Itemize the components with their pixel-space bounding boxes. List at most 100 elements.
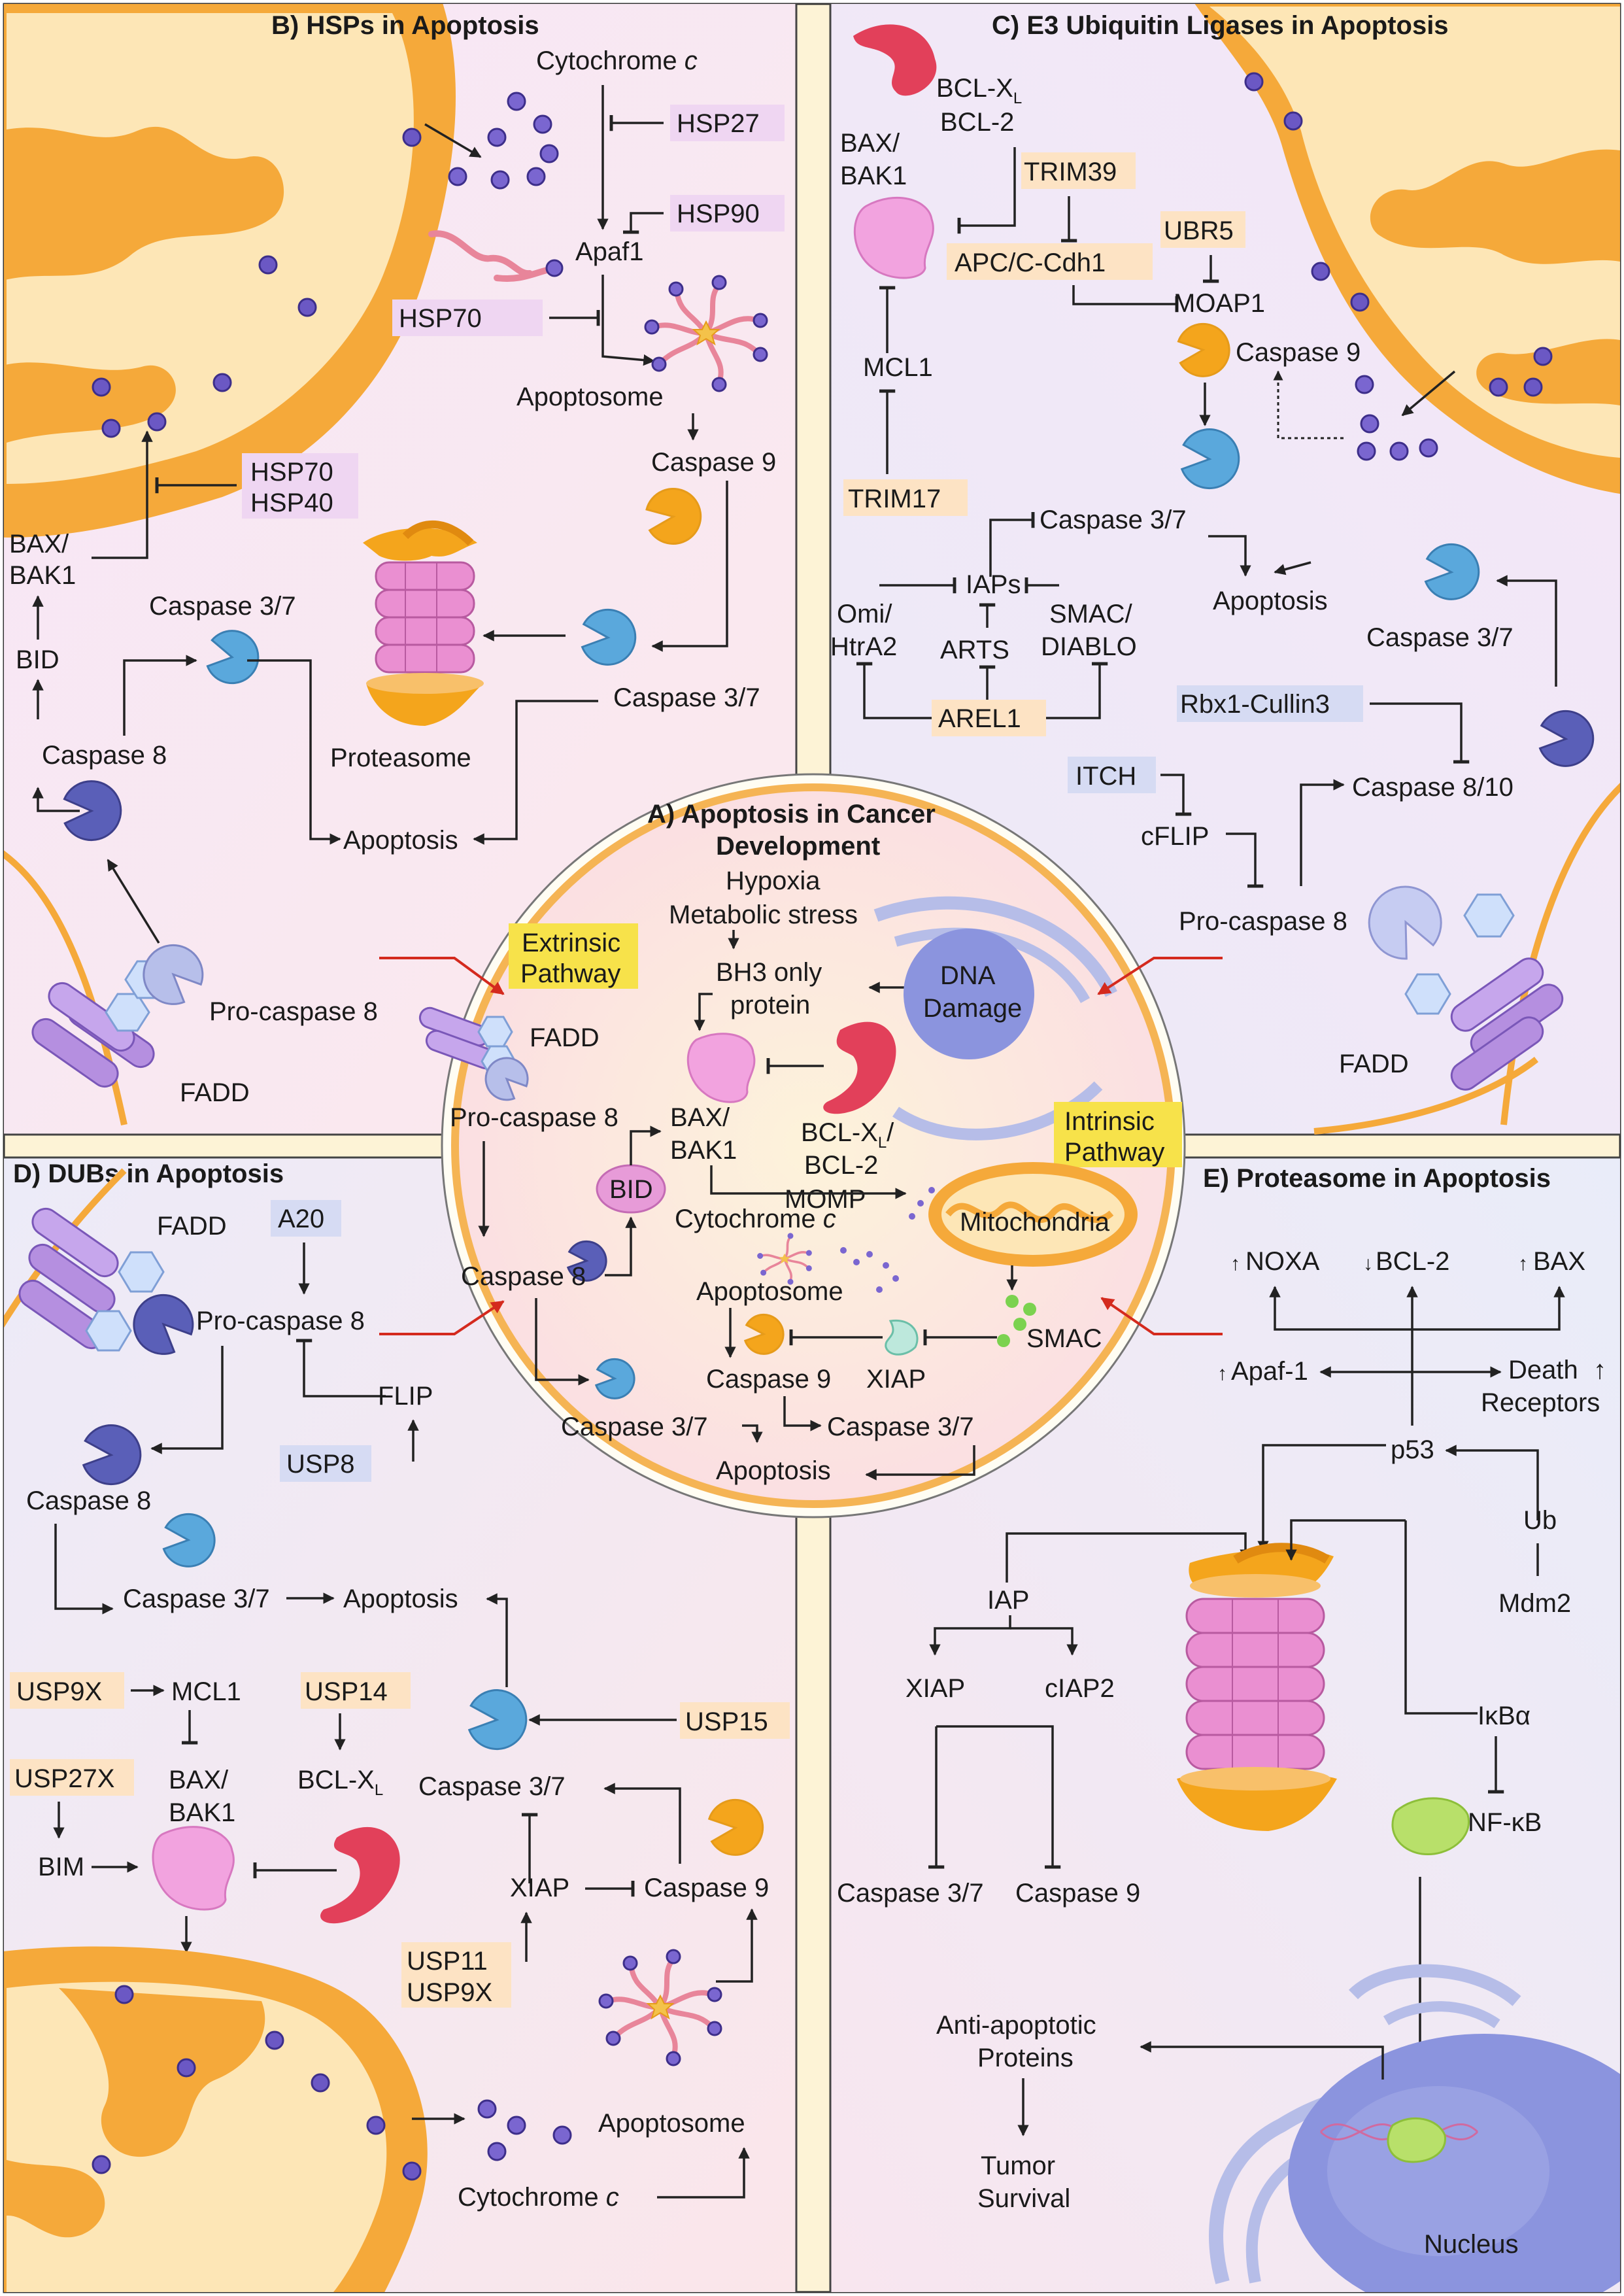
tumor-label-1: Tumor (981, 2151, 1055, 2180)
bh3-label-2: protein (730, 991, 810, 1019)
bax-label-b-1: BAX/ (9, 530, 69, 558)
bax-label-a-1: BAX/ (670, 1103, 730, 1132)
mcl1-label-c: MCL1 (863, 353, 933, 382)
usp14-box (301, 1672, 411, 1709)
procaspase-8-label-d: Pro-caspase 8 (196, 1307, 365, 1335)
hsp90-box (670, 195, 785, 231)
caspase-9-icon-b (645, 488, 702, 545)
cytochrome-c-label-b: Cytochrome c (536, 46, 698, 75)
caspase-9-label-e: Caspase 9 (1015, 1879, 1140, 1908)
nucleus-label: Nucleus (1424, 2230, 1519, 2259)
apoptosis-label-b: Apoptosis (343, 826, 458, 855)
cytochrome-c-label-a: Cytochrome c (675, 1205, 836, 1233)
anti-apoptotic-label-2: Proteins (977, 2044, 1074, 2072)
xiap-icon-a (885, 1319, 919, 1356)
apoptosis-label-c: Apoptosis (1213, 587, 1328, 615)
nfkb-icon (1391, 1797, 1470, 1856)
intrinsic-pathway-box (1054, 1102, 1182, 1167)
rbx1-label: Rbx1-Cullin3 (1180, 690, 1330, 719)
bax-label-e: ↑BAX (1518, 1247, 1585, 1276)
hsp70-label: HSP70 (399, 304, 482, 333)
usp8-box (280, 1445, 371, 1482)
cflip-label: cFLIP (1141, 822, 1209, 851)
bcl2-label-e: ↓BCL-2 (1363, 1247, 1449, 1276)
bcl-icon-d (320, 1826, 400, 1924)
bax-label-a-2: BAK1 (670, 1136, 737, 1165)
hsp27-box (670, 105, 785, 141)
caspase-37-label-d-b: Caspase 3/7 (418, 1772, 566, 1801)
caspase-37-icon-c-right (1424, 543, 1480, 600)
mitochondria-label: Mitochondria (960, 1208, 1110, 1237)
bcl-icon-a (823, 1021, 896, 1114)
caspase-37-icon-right-b (581, 608, 637, 666)
usp9x-b-label: USP9X (407, 1978, 492, 2007)
extrinsic-label-1: Extrinsic (522, 929, 620, 957)
panel-c-title: C) E3 Ubiquitin Ligases in Apoptosis (992, 11, 1449, 40)
mdm2-label: Mdm2 (1498, 1589, 1571, 1618)
proteasome-icon-e (1177, 1543, 1337, 1831)
bax-icon-c (853, 196, 934, 279)
proteasome-label-b: Proteasome (330, 744, 471, 772)
bim-icon (152, 1826, 235, 1911)
ciap2-label: cIAP2 (1045, 1674, 1115, 1703)
trim17-label: TRIM17 (848, 485, 941, 513)
apoptosome-label-a: Apoptosome (696, 1277, 843, 1306)
caspase-37-label-e: Caspase 3/7 (837, 1879, 984, 1908)
caspase-8-icon-d (82, 1424, 142, 1486)
xiap-label-a: XIAP (866, 1365, 926, 1394)
death-label-2: Receptors (1481, 1388, 1600, 1417)
xiap-label-e: XIAP (905, 1674, 965, 1703)
fadd-receptor-c (1368, 885, 1564, 1091)
ub-label: Ub (1523, 1506, 1557, 1535)
bcl2-label-c: BCL-2 (940, 108, 1014, 137)
a20-box (271, 1200, 341, 1237)
usp11-label: USP11 (407, 1947, 488, 1976)
bax-label-d-2: BAK1 (169, 1798, 235, 1827)
bid-label-b: BID (16, 645, 59, 674)
hsp70-box (392, 300, 543, 336)
apaf1-label-e: ↑Apaf-1 (1217, 1357, 1308, 1386)
fadd-label-a: FADD (530, 1023, 600, 1052)
apoptosome-icon-a (757, 1233, 812, 1285)
ubr5-box (1160, 211, 1245, 248)
a20-label: A20 (278, 1205, 324, 1233)
caspase-8-label-a: Caspase 8 (461, 1262, 586, 1291)
death-up-arrow: ↑ (1593, 1356, 1606, 1384)
apoptosome-icon-d (598, 1949, 722, 2066)
apoptosis-label-a: Apoptosis (716, 1456, 831, 1485)
caspase-9-icon-c (1177, 322, 1230, 377)
bh3-label-1: BH3 only (716, 958, 822, 987)
caspase-9-label-d: Caspase 9 (644, 1874, 769, 1902)
caspase-37-icon-d-small (162, 1513, 216, 1568)
bclxl-label-c: BCL-XL (936, 74, 1022, 107)
caspase-9-label-c: Caspase 9 (1236, 338, 1361, 367)
bclxl-label-d: BCL-XL (297, 1766, 383, 1799)
caspase-9-icon-a (743, 1313, 785, 1355)
panel-a-title-1: A) Apoptosis in Cancer (647, 800, 936, 829)
bcl2-label-a: BCL-2 (804, 1151, 878, 1180)
intrinsic-label-1: Intrinsic (1064, 1107, 1155, 1136)
hsp70-hsp40-box (242, 453, 358, 519)
panel-c: C) E3 Ubiquitin Ligases in Apoptosis BCL… (830, 4, 1620, 1135)
apoptosome-label-d: Apoptosome (598, 2109, 745, 2138)
caspase-8-label-b: Caspase 8 (42, 741, 167, 770)
hypoxia-label: Hypoxia (726, 866, 820, 895)
bax-label-c-2: BAK1 (840, 162, 907, 190)
bim-label: BIM (38, 1853, 84, 1881)
hsp40-label: HSP40 (250, 488, 333, 517)
metabolic-stress-label: Metabolic stress (669, 900, 858, 929)
usp15-box (680, 1702, 790, 1739)
smac-label-2: DIABLO (1041, 632, 1137, 661)
caspase-37-icon-a (594, 1358, 635, 1399)
hsp90-label: HSP90 (677, 199, 760, 228)
trim39-label: TRIM39 (1024, 158, 1117, 186)
iap-label-e: IAP (987, 1586, 1029, 1615)
ikba-label: IκBα (1478, 1702, 1531, 1730)
apoptosis-label-d: Apoptosis (343, 1585, 458, 1613)
omi-label-1: Omi/ (837, 600, 892, 628)
fadd-label-c: FADD (1339, 1050, 1409, 1078)
moap1-label: MOAP1 (1174, 289, 1265, 318)
extrinsic-pathway-box (509, 923, 638, 989)
bax-label-c-1: BAX/ (840, 129, 900, 158)
